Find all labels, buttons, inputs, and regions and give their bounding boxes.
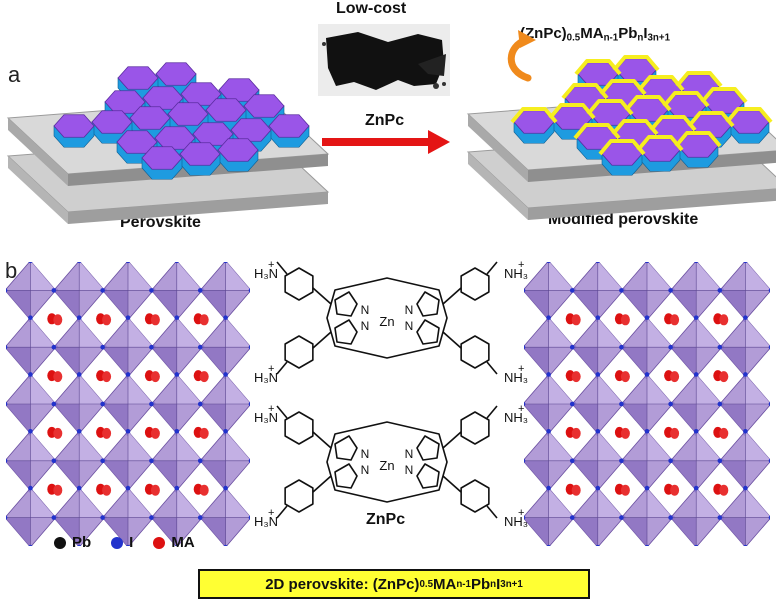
svg-text:+: + [268, 363, 274, 375]
svg-text:NH₃: NH₃ [504, 266, 528, 281]
svg-text:+: + [518, 403, 524, 415]
svg-text:+: + [518, 507, 524, 519]
svg-text:N: N [405, 319, 414, 333]
panel-label-b: b [5, 258, 18, 283]
legend-ma-label: MA [171, 534, 195, 551]
legend-i-marker [111, 536, 124, 549]
svg-text:NH₃: NH₃ [504, 514, 528, 529]
perovskite-lattice-left [6, 262, 250, 546]
svg-text:Zn: Zn [379, 314, 394, 329]
svg-text:Zn: Zn [379, 458, 394, 473]
svg-text:N: N [361, 319, 370, 333]
svg-text:N: N [361, 303, 370, 317]
perovskite-film-illustration [6, 30, 776, 224]
svg-text:+: + [518, 259, 524, 271]
arrow-label: ZnPc [365, 112, 405, 129]
svg-text:N: N [361, 463, 370, 477]
svg-text:N: N [361, 447, 370, 461]
reaction-arrow [322, 130, 450, 154]
svg-text:NH₃: NH₃ [504, 370, 528, 385]
svg-text:N: N [405, 463, 414, 477]
legend-pb-label: Pb [72, 534, 92, 551]
molecule-label: ZnPc [366, 511, 406, 528]
legend-ma-marker [153, 536, 166, 549]
svg-text:H₃N: H₃N [254, 370, 278, 385]
zinc-phthalocyanine-powder-photo [318, 24, 450, 96]
svg-text:N: N [405, 303, 414, 317]
svg-text:+: + [268, 259, 274, 271]
svg-text:N: N [405, 447, 414, 461]
svg-text:NH₃: NH₃ [504, 410, 528, 425]
svg-text:H₃N: H₃N [254, 410, 278, 425]
svg-text:+: + [268, 403, 274, 415]
legend: Pb I MA [54, 534, 195, 551]
svg-text:+: + [518, 363, 524, 375]
legend-pb-marker [54, 536, 66, 549]
svg-text:+: + [268, 507, 274, 519]
perovskite-lattice-right [524, 262, 770, 546]
legend-i-label: I [129, 534, 134, 551]
svg-text:H₃N: H₃N [254, 514, 278, 529]
svg-text:H₃N: H₃N [254, 266, 278, 281]
panel-label-a: a [8, 62, 21, 87]
low-cost-label: Low-cost [336, 0, 407, 17]
